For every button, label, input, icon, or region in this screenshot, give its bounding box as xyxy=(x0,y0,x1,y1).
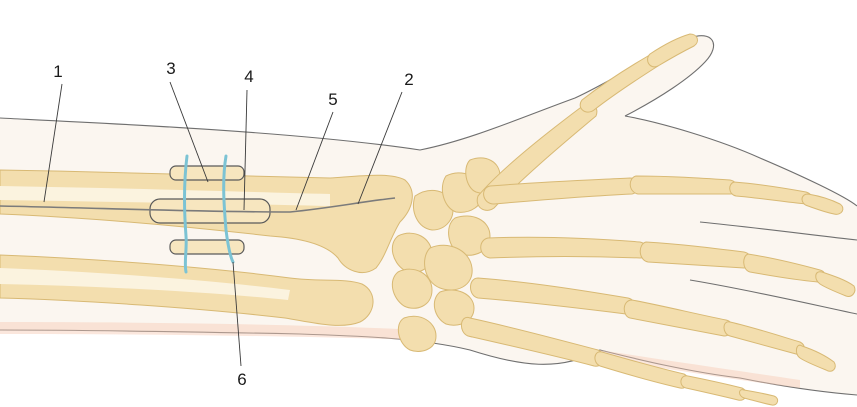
callout-label-3: 3 xyxy=(166,59,175,78)
callout-label-6: 6 xyxy=(237,370,246,389)
callout-label-5: 5 xyxy=(328,90,337,109)
callout-label-1: 1 xyxy=(53,62,62,81)
callout-label-4: 4 xyxy=(244,67,253,86)
callout-label-2: 2 xyxy=(404,70,413,89)
